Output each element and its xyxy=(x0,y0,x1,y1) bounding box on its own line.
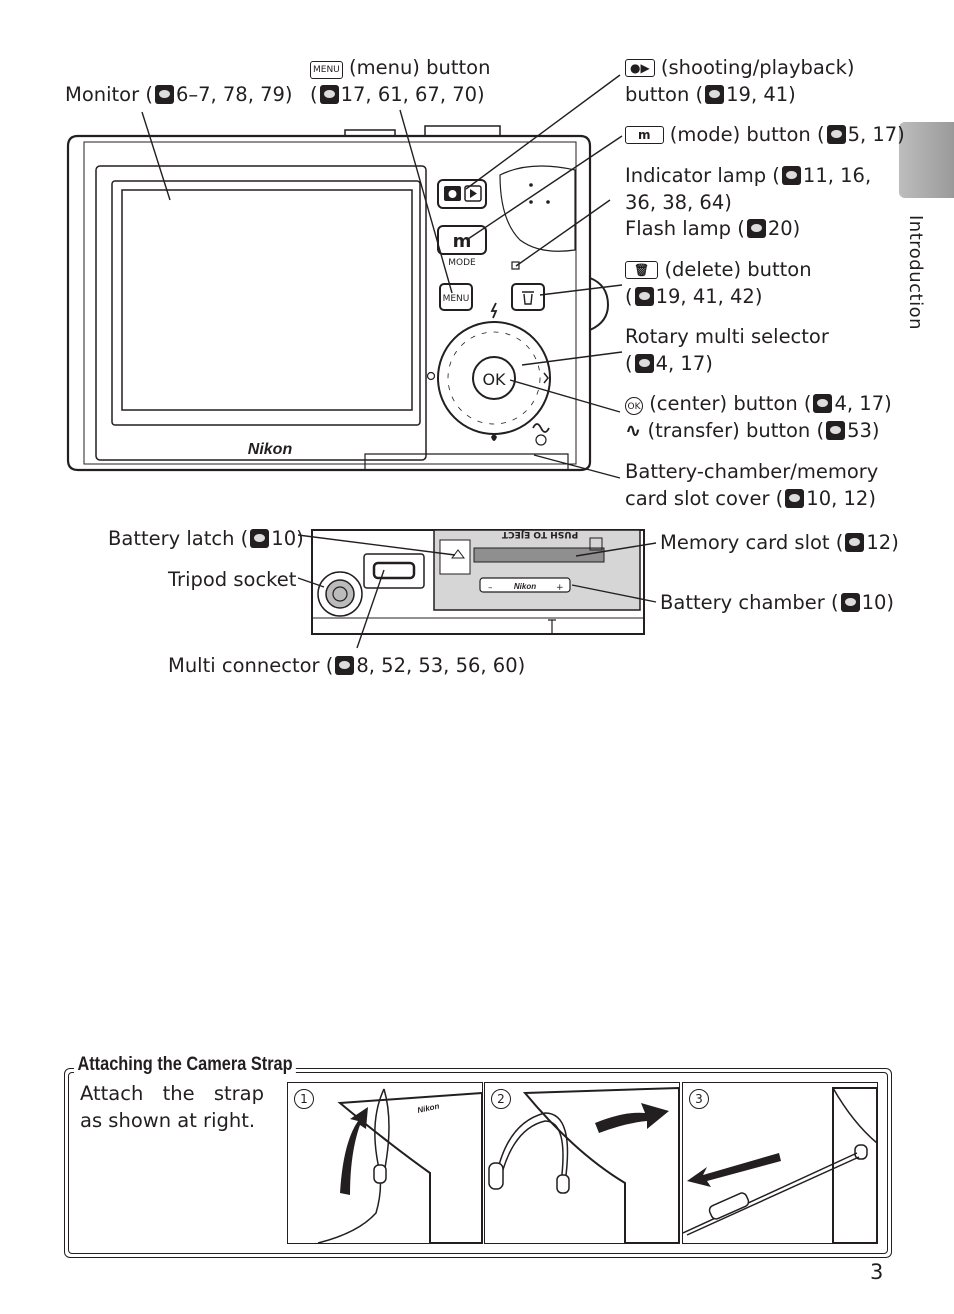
strap-section-frame xyxy=(64,1068,892,1258)
slot-text: PUSH TO EJECT xyxy=(501,529,578,539)
mode-icon: m xyxy=(625,126,664,144)
page-ref-icon xyxy=(840,593,860,612)
label-delete-button: 🗑 (delete) button (19, 41, 42) xyxy=(625,258,812,308)
transfer-icon: ∿ xyxy=(625,419,642,442)
svg-text:–: – xyxy=(488,583,493,593)
svg-text:+: + xyxy=(556,583,564,593)
label-flash-lamp: Flash lamp (20) xyxy=(625,217,801,240)
page-ref-icon xyxy=(826,125,846,144)
label-center-button: OK (center) button (4, 17) xyxy=(625,390,892,417)
label-tripod-socket: Tripod socket xyxy=(168,568,297,591)
camera-play-icon: ●▶ xyxy=(625,59,655,77)
strap-section-title: Attaching the Camera Strap xyxy=(74,1052,297,1078)
page-ref-icon xyxy=(746,219,766,238)
strap-step-3: 3 xyxy=(682,1082,878,1244)
section-tab-label: Introduction xyxy=(905,215,926,331)
strap-instructions: Attach the strap as shown at right. xyxy=(80,1082,264,1132)
label-transfer-button: ∿ (transfer) button (53) xyxy=(625,419,880,442)
step-number: 3 xyxy=(689,1089,709,1109)
page-ref-icon xyxy=(634,287,654,306)
label-memory-card-slot: Memory card slot (12) xyxy=(660,531,899,554)
section-tab xyxy=(899,122,954,198)
label-monitor: Monitor (6–7, 78, 79) xyxy=(65,83,293,106)
page-ref-icon xyxy=(785,489,805,508)
page-ref-icon xyxy=(335,656,355,675)
strap-step-3-illustration xyxy=(683,1087,877,1243)
page-ref-icon xyxy=(634,354,654,373)
strap-step-2-illustration xyxy=(488,1086,679,1243)
mode-caption: MODE xyxy=(448,258,476,268)
label-battery-cover: Battery-chamber/memory card slot cover (… xyxy=(625,460,879,510)
camera-back-illustration: m MODE MENU OK Nikon PUSH TO EJECT Nikon… xyxy=(66,74,657,649)
label-battery-chamber: Battery chamber (10) xyxy=(660,591,895,614)
menu-icon: MENU xyxy=(310,61,343,79)
label-battery-latch: Battery latch (10) xyxy=(108,527,304,550)
ok-key-caption: OK xyxy=(482,370,506,389)
page-ref-icon xyxy=(250,529,270,548)
battery-brand: Nikon xyxy=(514,582,536,591)
strap-step-1: 1 Nikon xyxy=(287,1082,483,1244)
page-ref-icon xyxy=(845,533,865,552)
page-ref-icon xyxy=(826,421,846,440)
strap-step-2: 2 xyxy=(484,1082,680,1244)
page-ref-icon xyxy=(154,85,174,104)
page-ref-icon xyxy=(781,166,801,185)
ok-icon: OK xyxy=(625,397,643,415)
strap-section-inner-frame xyxy=(68,1072,888,1254)
label-menu-button: MENU (menu) button (17, 61, 67, 70) xyxy=(310,56,491,106)
page-ref-icon xyxy=(705,85,725,104)
menu-key-caption: MENU xyxy=(443,294,470,304)
step-number: 1 xyxy=(294,1089,314,1109)
strap-step-1-illustration: Nikon xyxy=(317,1088,482,1243)
label-rotary-multi-selector: Rotary multi selector (4, 17) xyxy=(625,325,829,375)
page-ref-icon xyxy=(319,85,339,104)
page-ref-icon xyxy=(813,394,833,413)
step-number: 2 xyxy=(491,1089,511,1109)
camera-brand: Nikon xyxy=(248,441,293,458)
page-number: 3 xyxy=(870,1260,884,1284)
label-multi-connector: Multi connector (8, 52, 53, 56, 60) xyxy=(168,654,526,677)
label-mode-button: m (mode) button (5, 17) xyxy=(625,121,905,148)
trash-icon: 🗑 xyxy=(625,261,659,279)
svg-text:m: m xyxy=(453,231,472,252)
label-indicator-lamp: Indicator lamp (11, 16, 36, 38, 64) xyxy=(625,164,872,214)
label-shooting-playback-button: ●▶ (shooting/playback) button (19, 41) xyxy=(625,56,855,106)
